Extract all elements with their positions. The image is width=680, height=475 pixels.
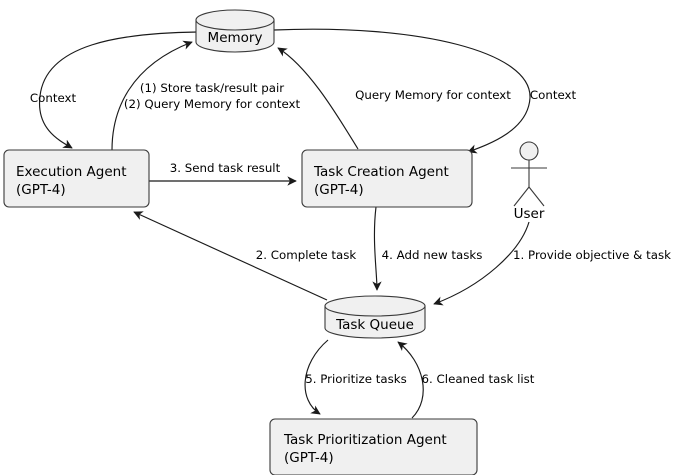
node-task-queue-label: Task Queue: [335, 317, 414, 333]
edge-task-queue-to-execution-agent: 2. Complete task: [133, 211, 357, 301]
edge-label-store-task-result: (1) Store task/result pair: [140, 81, 284, 95]
node-execution-agent[interactable]: Execution Agent (GPT-4): [3, 149, 150, 208]
edge-memory-to-execution-agent: Context: [30, 31, 199, 149]
edge-task-queue-to-task-prioritization-agent: 5. Prioritize tasks: [304, 339, 407, 415]
node-execution-agent-label-line1: Execution Agent: [16, 164, 127, 180]
edge-memory-to-task-creation-agent: Context: [273, 28, 577, 154]
node-task-prioritization-agent-label-line2: (GPT-4): [284, 450, 334, 466]
edge-label-query-memory-for-context: Query Memory for context: [355, 88, 511, 102]
node-task-creation-agent-label-line1: Task Creation Agent: [313, 164, 449, 180]
edge-label-complete-task: 2. Complete task: [256, 248, 357, 262]
edge-task-creation-agent-to-task-queue: 4. Add new tasks: [372, 206, 483, 291]
edge-label-query-memory: (2) Query Memory for context: [124, 97, 301, 111]
node-task-prioritization-agent[interactable]: Task Prioritization Agent (GPT-4): [269, 418, 478, 475]
edge-task-prioritization-agent-to-task-queue: 6. Cleaned task list: [397, 341, 535, 419]
node-task-prioritization-agent-label-line1: Task Prioritization Agent: [283, 432, 447, 448]
node-memory[interactable]: Memory: [195, 9, 275, 53]
node-task-creation-agent[interactable]: Task Creation Agent (GPT-4): [301, 149, 473, 208]
edge-label-add-new-tasks: 4. Add new tasks: [382, 248, 483, 262]
edge-label-provide-objective: 1. Provide objective & task: [513, 248, 671, 262]
edge-label-prioritize-tasks: 5. Prioritize tasks: [305, 372, 406, 386]
node-task-creation-agent-label-line2: (GPT-4): [314, 182, 364, 198]
node-execution-agent-label-line2: (GPT-4): [16, 182, 66, 198]
edge-execution-agent-to-task-creation-agent: 3. Send task result: [149, 161, 297, 186]
node-task-queue[interactable]: Task Queue: [324, 295, 426, 339]
node-memory-label: Memory: [208, 30, 263, 46]
node-user-label: User: [514, 206, 545, 222]
actor-legs-icon: [513, 186, 545, 207]
edge-execution-agent-to-memory: (1) Store task/result pair (2) Query Mem…: [111, 40, 301, 151]
edge-label-context-execution: Context: [30, 91, 77, 105]
edge-user-to-task-queue: 1. Provide objective & task: [433, 221, 671, 306]
edge-task-creation-agent-to-memory: Query Memory for context: [277, 47, 511, 150]
edge-label-context-task-creation: Context: [530, 88, 577, 102]
node-user-actor[interactable]: User: [511, 141, 547, 222]
actor-head-icon: [519, 141, 539, 161]
edge-label-send-task-result: 3. Send task result: [170, 161, 281, 175]
edge-label-cleaned-task-list: 6. Cleaned task list: [422, 372, 535, 386]
